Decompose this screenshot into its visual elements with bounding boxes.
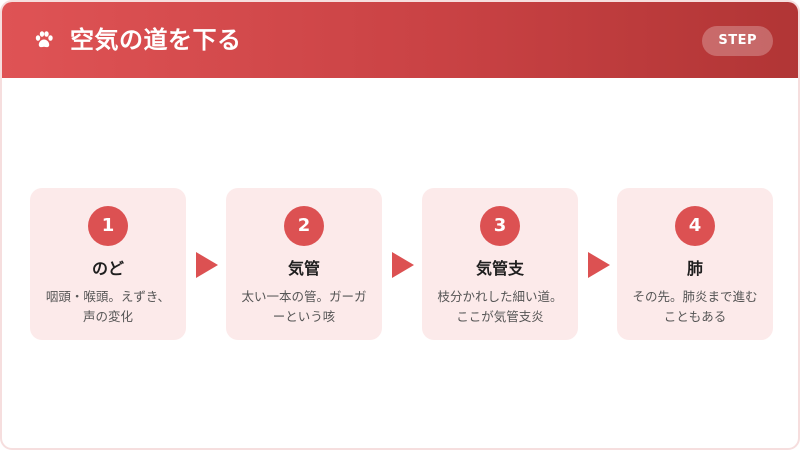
step-number-3: 3 [480, 206, 520, 246]
step-title-3: 気管支 [475, 259, 524, 278]
step-desc-2: 太い一本の管。ガーガーという咳 [241, 289, 367, 324]
step-title-4: 肺 [686, 259, 703, 278]
step-card-3: 3 気管支 枝分かれした細い道。ここが気管支炎 [422, 188, 578, 340]
step-desc-3: 枝分かれした細い道。ここが気管支炎 [437, 289, 563, 324]
step-badge: STEP [702, 26, 773, 56]
page-title: 空気の道を下る [70, 26, 242, 54]
step-number-1: 1 [88, 206, 128, 246]
step-number-4: 4 [675, 206, 715, 246]
step-card-4: 4 肺 その先。肺炎まで進むこともある [617, 188, 773, 340]
step-title-1: のど [91, 259, 124, 278]
arrow-right-icon [392, 252, 414, 278]
step-card-1: 1 のど 咽頭・喉頭。えずき、声の変化 [30, 188, 186, 340]
step-number-2: 2 [284, 206, 324, 246]
header-bar: 空気の道を下る STEP [2, 2, 798, 78]
arrow-right-icon [196, 252, 218, 278]
paw-icon [35, 31, 53, 48]
arrow-right-icon [588, 252, 610, 278]
step-desc-1: 咽頭・喉頭。えずき、声の変化 [45, 289, 171, 324]
step-card-2: 2 気管 太い一本の管。ガーガーという咳 [226, 188, 382, 340]
step-title-2: 気管 [287, 259, 320, 278]
step-desc-4: その先。肺炎まで進むこともある [632, 289, 758, 324]
